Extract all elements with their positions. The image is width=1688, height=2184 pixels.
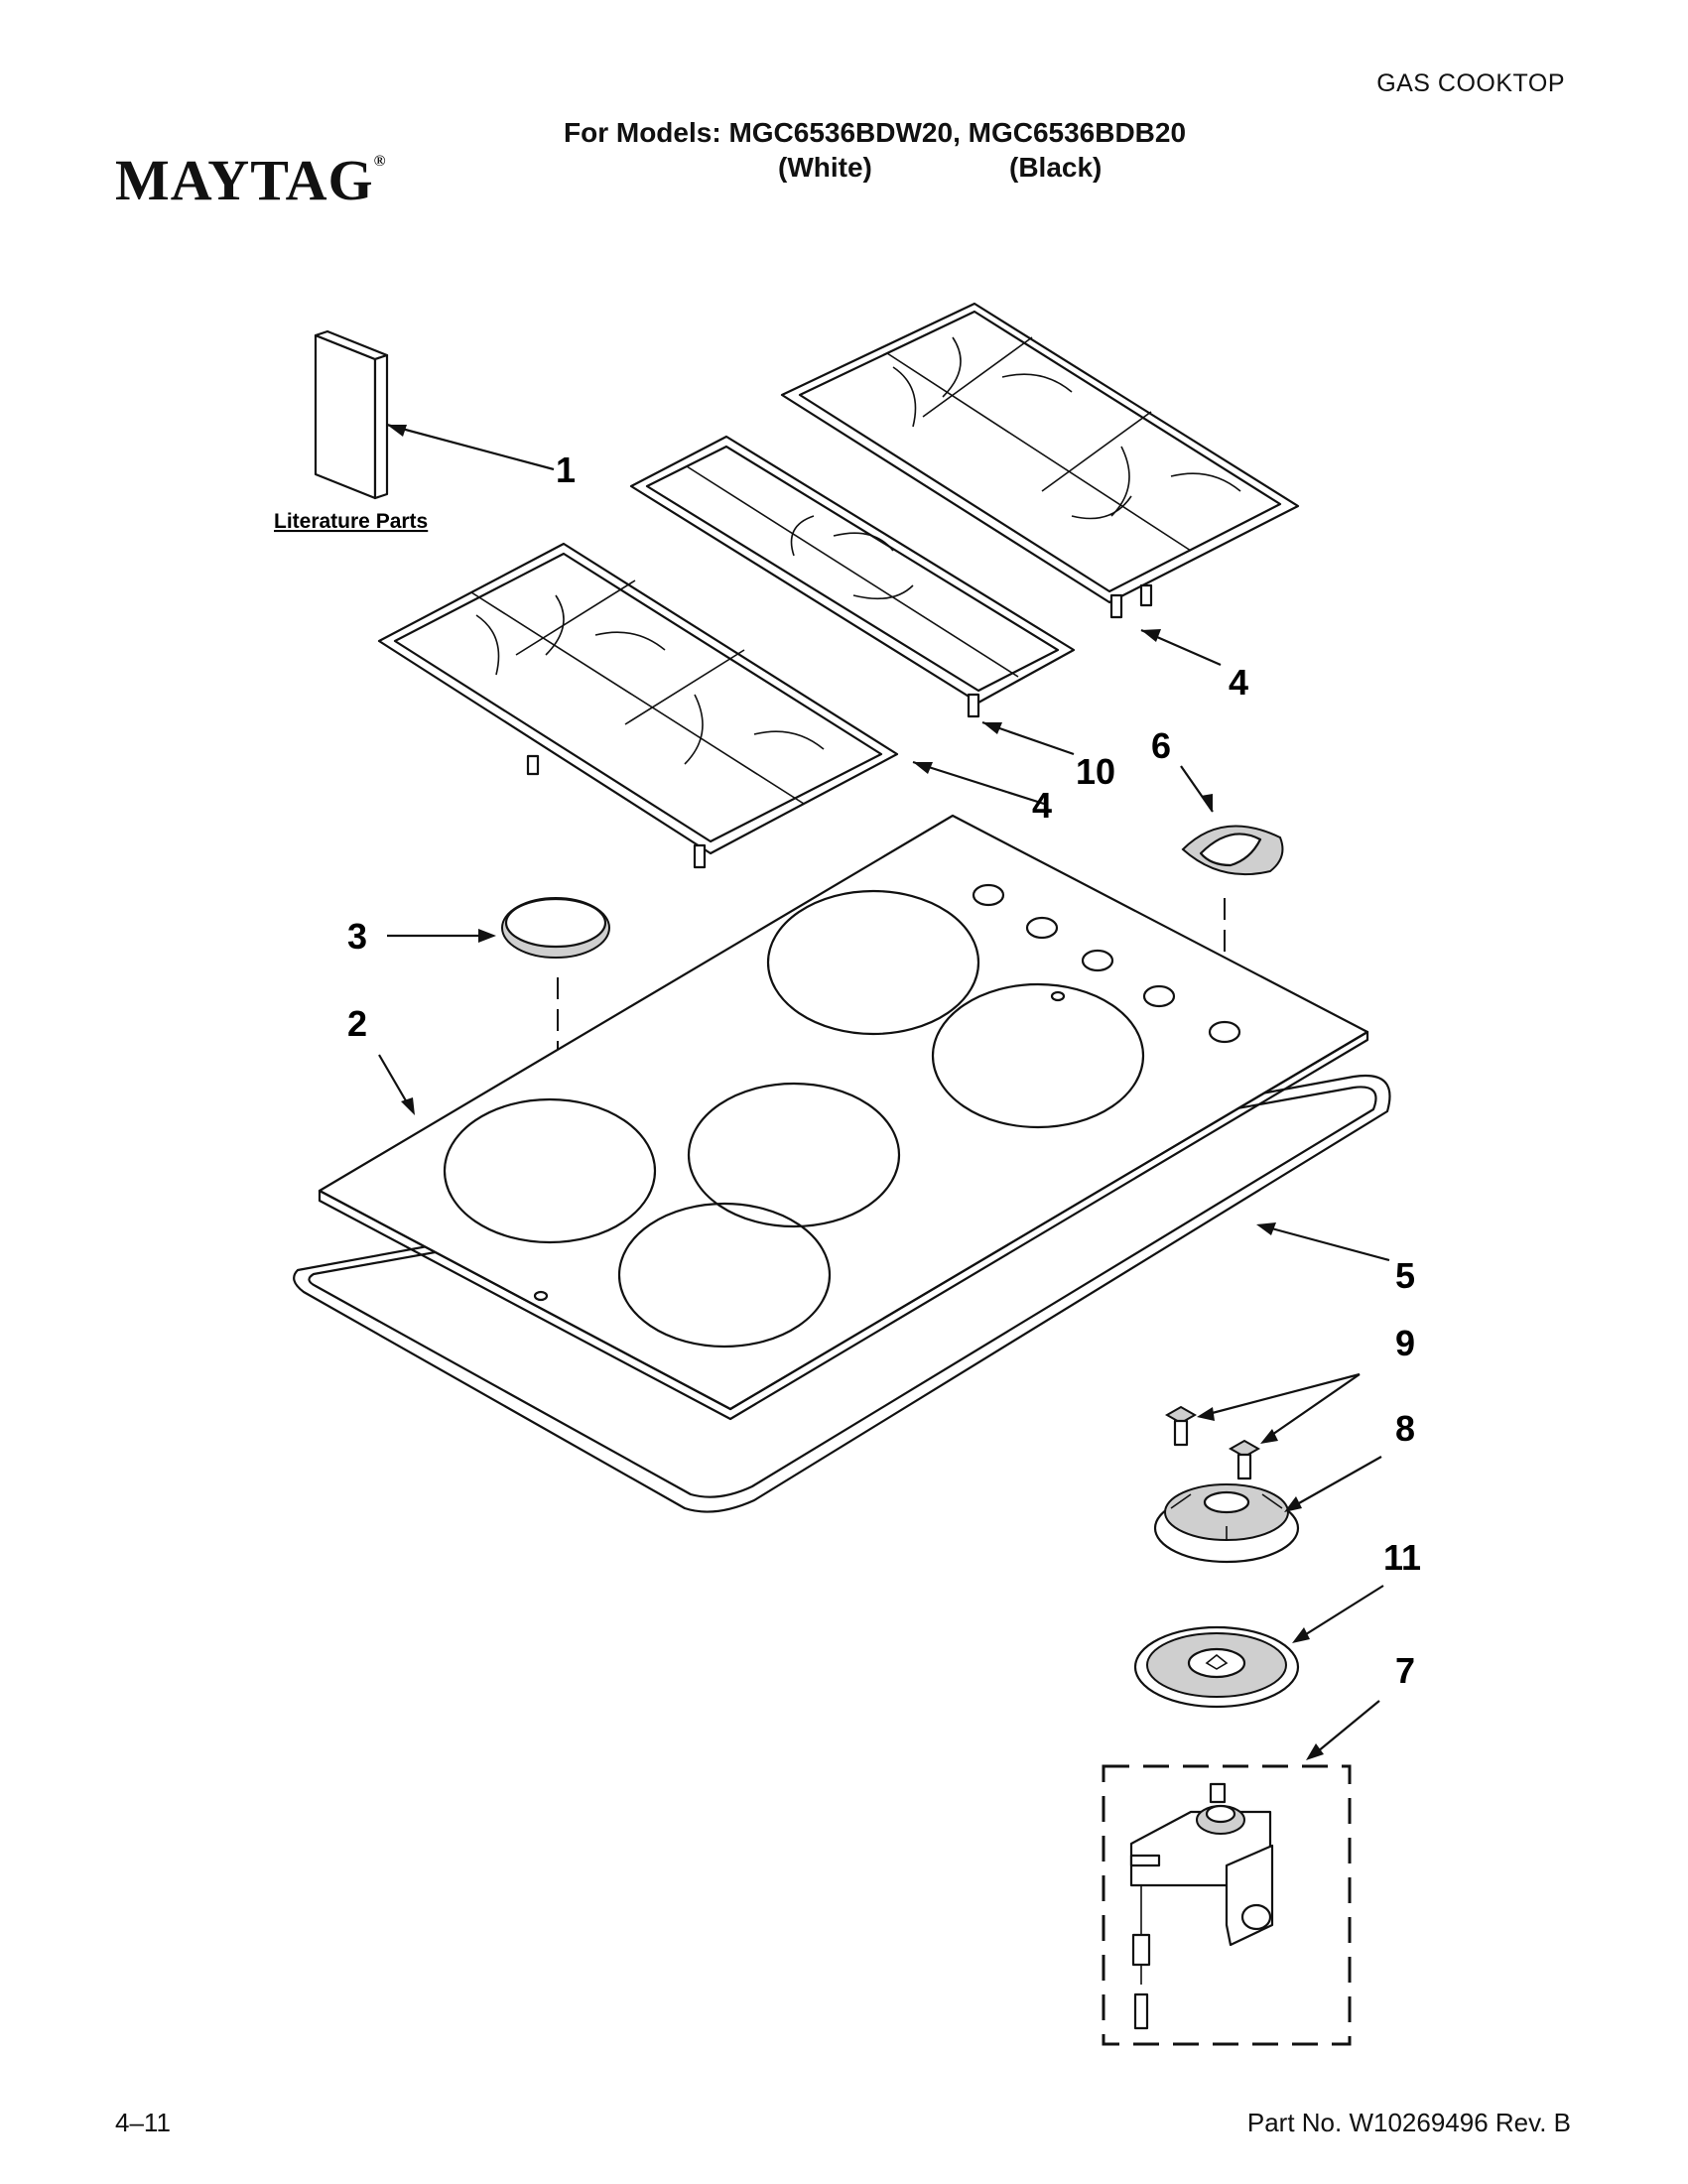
callout-2: 2	[347, 1003, 367, 1044]
leader-line-5	[1263, 1224, 1390, 1262]
arrowhead-11	[1292, 1627, 1310, 1643]
leader-line-9a	[1204, 1372, 1361, 1417]
leader-line-4b	[912, 760, 1045, 806]
burner-bowl	[1133, 1625, 1300, 1709]
cooktop-gasket	[293, 1074, 1391, 1513]
leader-line-9b	[1265, 1373, 1361, 1440]
grate-right	[780, 302, 1300, 619]
callout-8: 8	[1395, 1408, 1415, 1449]
valve-assembly-box	[1102, 1764, 1352, 2046]
grate-middle	[629, 435, 1076, 718]
arrowhead-2	[401, 1097, 415, 1115]
callout-5: 5	[1395, 1255, 1415, 1296]
arrowhead-4b	[913, 762, 933, 774]
arrowhead-1	[387, 425, 407, 437]
arrowhead-9b	[1260, 1429, 1278, 1444]
arrowhead-10	[982, 722, 1002, 734]
leader-line-1	[386, 423, 555, 471]
document-category: GAS COOKTOP	[1376, 69, 1565, 97]
burner-cap	[501, 897, 610, 959]
models-line: For Models: MGC6536BDW20, MGC6536BDB20	[564, 117, 1187, 148]
arrowhead-8	[1284, 1496, 1302, 1512]
arrowhead-3	[478, 929, 496, 943]
leader-line-11	[1297, 1585, 1384, 1640]
glass-cooktop	[318, 814, 1369, 1421]
screws	[1164, 1405, 1261, 1480]
burner-base	[1153, 1483, 1300, 1564]
brand-logo: MAYTAG®	[115, 147, 387, 213]
variant-black: (Black)	[1009, 152, 1103, 183]
brand-name: MAYTAG	[115, 148, 374, 212]
arrowhead-4a	[1141, 629, 1161, 642]
arrowhead-9a	[1197, 1407, 1215, 1421]
callout-7: 7	[1395, 1650, 1415, 1691]
footer-part-number: Part No. W10269496 Rev. B	[1246, 2108, 1571, 2137]
callout-4b: 4	[1032, 785, 1052, 826]
literature-booklet	[314, 329, 389, 500]
variant-white: (White)	[778, 152, 872, 183]
control-knob	[1181, 825, 1284, 876]
callout-3: 3	[347, 916, 367, 957]
callout-6: 6	[1151, 725, 1171, 766]
footer-date-code: 4–11	[115, 2108, 171, 2137]
leader-line-7	[1311, 1700, 1380, 1757]
valve-assembly	[1129, 1782, 1274, 2030]
callout-1: 1	[556, 450, 576, 490]
literature-parts-label: Literature Parts	[274, 510, 428, 533]
callout-9: 9	[1395, 1323, 1415, 1363]
arrowhead-7	[1306, 1743, 1324, 1760]
callout-11: 11	[1383, 1537, 1421, 1578]
arrowhead-6	[1201, 794, 1213, 812]
leader-line-8	[1289, 1456, 1382, 1509]
registered-mark: ®	[373, 153, 387, 170]
arrowhead-5	[1256, 1222, 1276, 1235]
callout-4a: 4	[1229, 662, 1248, 703]
callout-10: 10	[1076, 751, 1115, 792]
grate-left	[377, 542, 899, 869]
